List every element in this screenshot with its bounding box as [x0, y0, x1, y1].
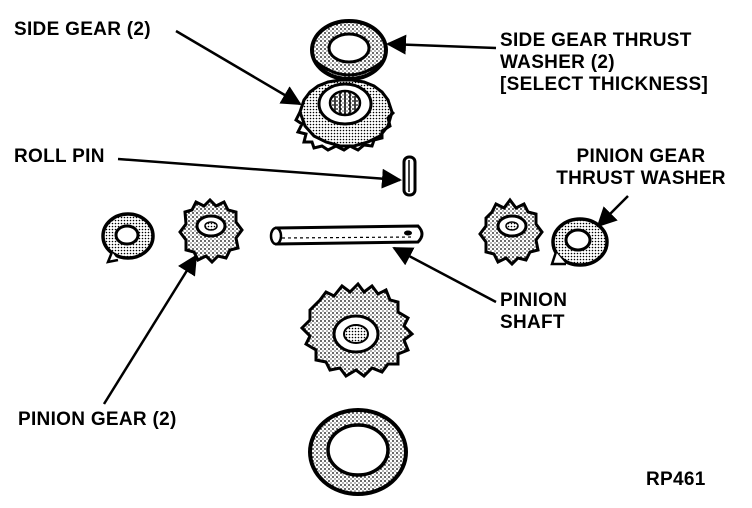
roll-pin [402, 155, 417, 197]
label-pinion-gear-thrust-washer-line2: THRUST WASHER [556, 168, 726, 189]
label-pinion-shaft: PINION SHAFT [500, 290, 567, 334]
label-roll-pin: ROLL PIN [14, 146, 105, 167]
label-pinion-shaft-line2: SHAFT [500, 312, 565, 333]
label-pinion-shaft-line1: PINION [500, 290, 568, 311]
label-pinion-gear-thrust-washer-line1: PINION GEAR [576, 146, 706, 167]
side-gear-top [294, 78, 396, 152]
leader-side-gear-thrust-washer [386, 34, 497, 55]
label-side-gear-thrust-washer-line3: [SELECT THICKNESS] [500, 74, 709, 95]
pinion-gear-left [178, 197, 244, 265]
side-gear-thrust-washer-bottom [308, 408, 408, 496]
pinion-thrust-washer-right [550, 217, 609, 267]
pinion-gear-right [478, 197, 544, 267]
leader-side-gear [175, 29, 302, 106]
side-gear-thrust-washer-top [310, 19, 388, 81]
side-gear-bottom [299, 281, 415, 378]
leader-roll-pin [117, 157, 402, 189]
label-pinion-gear-thrust-washer: PINION GEAR THRUST WASHER [546, 146, 736, 190]
label-side-gear: SIDE GEAR (2) [14, 19, 151, 40]
label-side-gear-thrust-washer: SIDE GEAR THRUST WASHER (2) [SELECT THIC… [500, 30, 708, 96]
label-side-gear-thrust-washer-line1: SIDE GEAR THRUST [500, 30, 692, 51]
leader-lines [102, 29, 629, 405]
figure-code: RP461 [646, 469, 706, 490]
label-side-gear-thrust-washer-line2: WASHER (2) [500, 52, 615, 73]
leader-pinion-gear [102, 254, 198, 405]
label-pinion-gear: PINION GEAR (2) [18, 409, 177, 430]
pinion-thrust-washer-left [101, 212, 155, 264]
pinion-shaft [269, 224, 424, 246]
leader-pinion-thrust-washer [596, 195, 629, 228]
leader-pinion-shaft [392, 246, 497, 304]
